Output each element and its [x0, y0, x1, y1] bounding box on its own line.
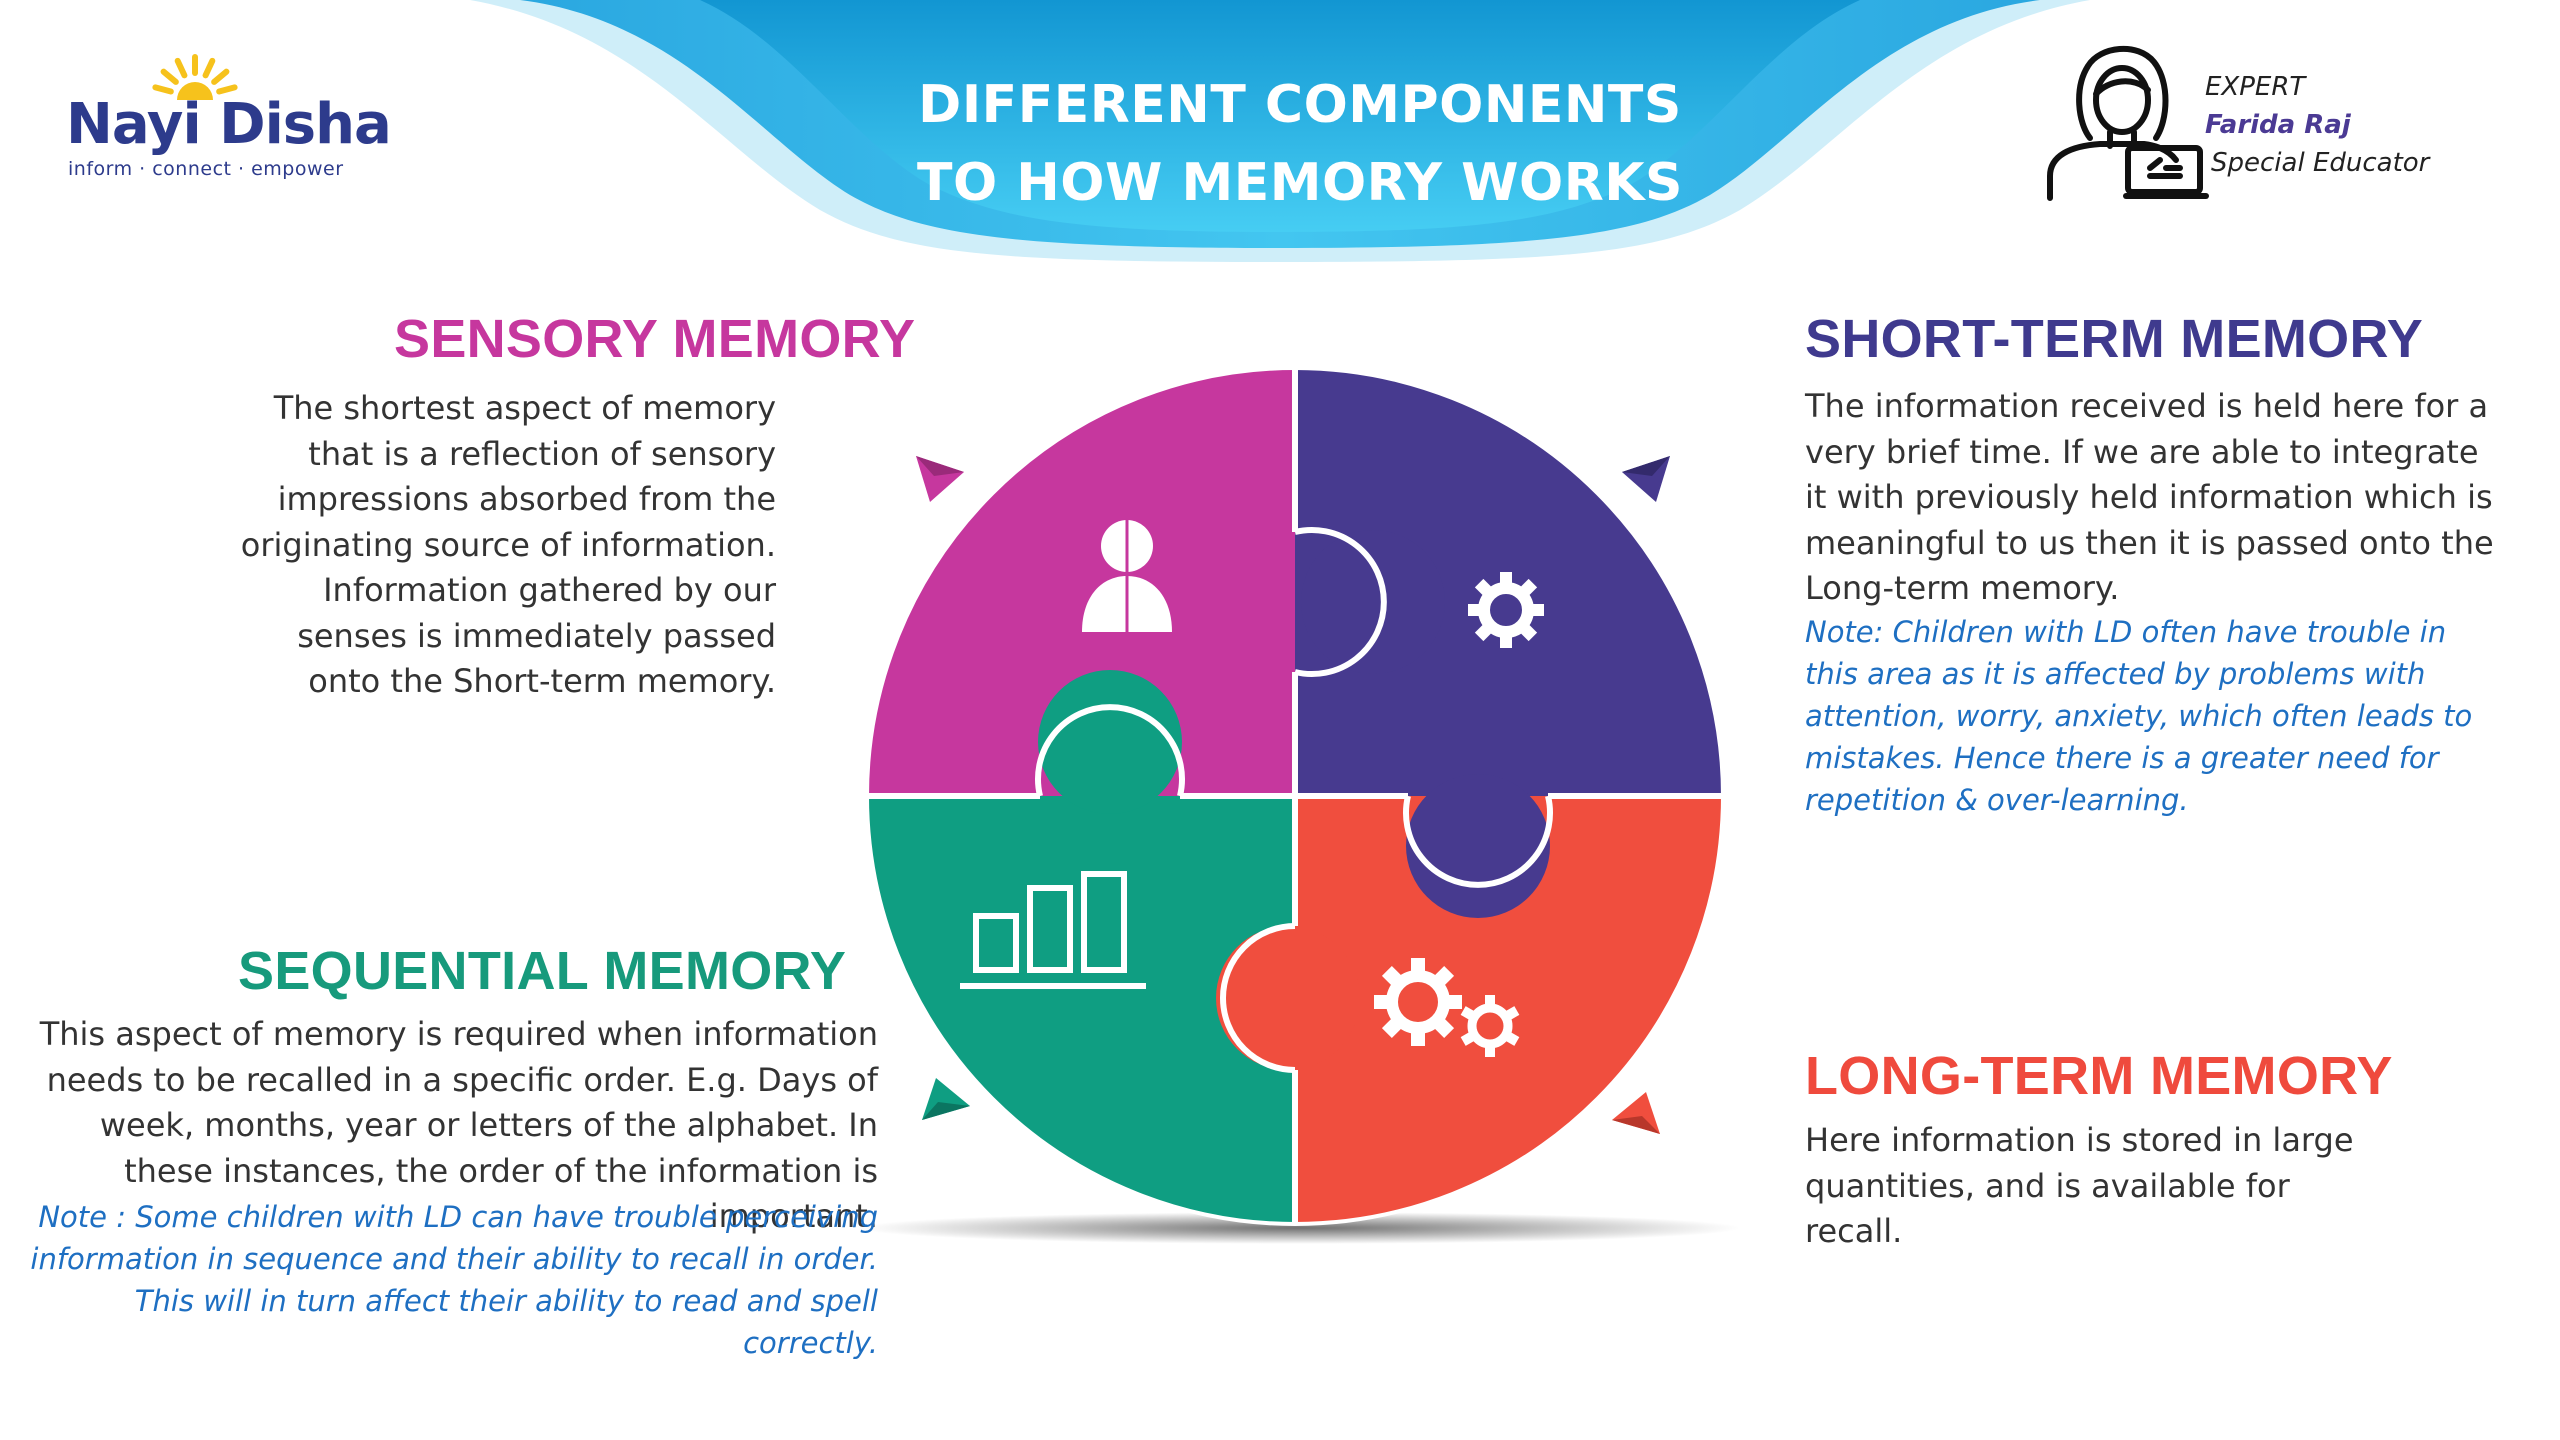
sequential-memory-heading: SEQUENTIAL MEMORY [238, 941, 847, 1001]
expert-name: Farida Raj [2205, 110, 2351, 140]
long-term-memory-text: Here information is stored in large quan… [1805, 1121, 2354, 1250]
bar-chart-icon [960, 871, 1146, 989]
title-line-2: TO HOW MEMORY WORKS [917, 153, 1683, 213]
sequential-memory-note: Note : Some children with LD can have tr… [30, 1200, 878, 1360]
puzzle-shadow [860, 1212, 1740, 1244]
title-line-1: DIFFERENT COMPONENTS [918, 75, 1682, 135]
gears-icon [1374, 958, 1520, 1057]
logo-tagline: inform · connect · empower [68, 158, 344, 180]
short-term-memory-heading: SHORT-TERM MEMORY [1805, 309, 2424, 369]
gear-icon [1468, 572, 1544, 648]
memory-puzzle-diagram [860, 366, 1740, 1244]
short-term-bottom-tab [1406, 774, 1550, 918]
long-term-tab [1216, 926, 1360, 1070]
expert-avatar-icon [2047, 46, 2209, 201]
sensory-memory-heading: SENSORY MEMORY [394, 309, 916, 369]
page-title: DIFFERENT COMPONENTS TO HOW MEMORY WORKS [900, 66, 1700, 222]
short-term-memory-text: The information received is held here fo… [1805, 387, 2494, 607]
person-icon [1082, 518, 1172, 634]
long-term-memory-heading: LONG-TERM MEMORY [1805, 1046, 2393, 1106]
short-term-arrow-icon [1622, 456, 1670, 502]
sequential-tab [1038, 670, 1182, 814]
long-term-arrow-icon [1612, 1092, 1660, 1134]
header-banner [470, 0, 2090, 262]
expert-info: EXPERT Farida Raj Special Educator [2205, 68, 2429, 182]
short-term-tab [1301, 530, 1445, 674]
sensory-memory-text: The shortest aspect of memory that is a … [240, 389, 776, 700]
short-term-memory-note: Note: Children with LD often have troubl… [1805, 615, 2473, 817]
expert-role: Special Educator [2211, 148, 2430, 178]
sun-logo-icon [152, 54, 238, 100]
sequential-memory-text: This aspect of memory is required when i… [39, 1015, 878, 1235]
sensory-arrow-icon [916, 456, 964, 502]
logo-name: Nayi Disha [66, 92, 392, 157]
sequential-arrow-icon [922, 1078, 970, 1120]
expert-label: EXPERT [2205, 72, 2306, 102]
